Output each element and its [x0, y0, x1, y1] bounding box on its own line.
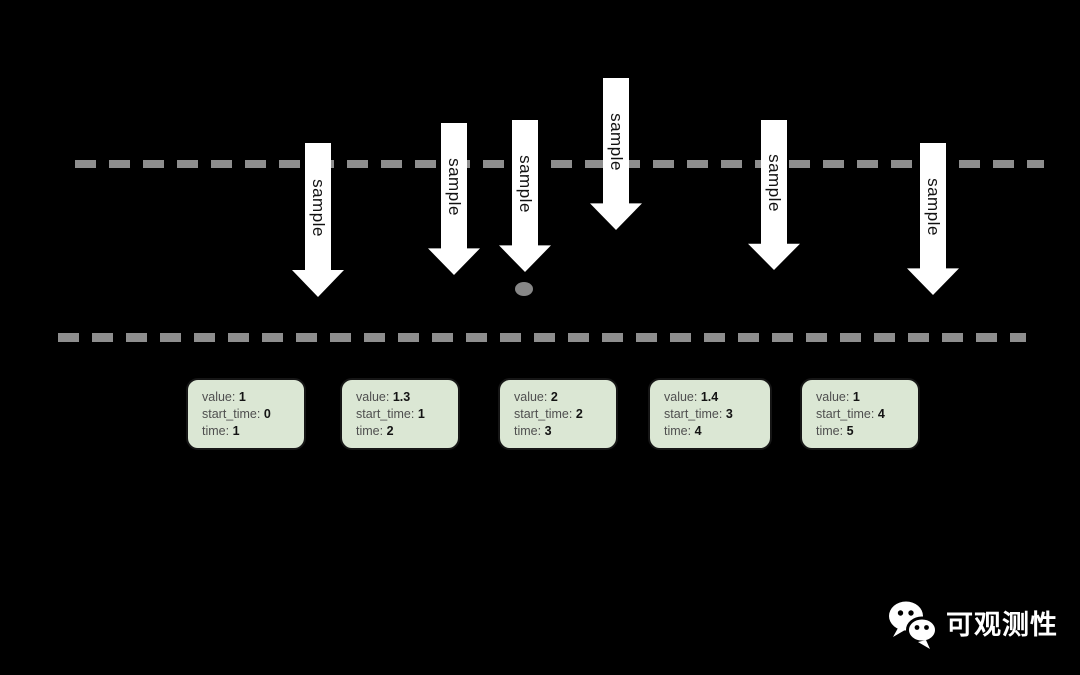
sample-arrow-1: sample [292, 143, 344, 297]
brand-text: 可观测性 [946, 610, 1058, 640]
time-line: time: 4 [664, 423, 770, 440]
down-arrow-icon [428, 123, 480, 275]
down-arrow-icon [590, 78, 642, 230]
down-arrow-icon [292, 143, 344, 297]
sample-arrow-label: sample [445, 157, 464, 216]
down-arrow-icon [499, 120, 551, 272]
upper-dashed-timeline [75, 160, 1044, 168]
value-number: 1 [852, 390, 860, 404]
time-number: 1 [232, 424, 240, 438]
time-number: 3 [544, 424, 552, 438]
value-label: value: [664, 390, 698, 404]
start-time-number: 3 [725, 407, 733, 421]
sample-arrow-label: sample [516, 154, 535, 213]
down-arrow-icon [748, 120, 800, 270]
value-number: 1.3 [392, 390, 411, 404]
time-number: 2 [386, 424, 394, 438]
start-time-line: start_time: 3 [664, 406, 770, 423]
sample-arrow-label: sample [607, 112, 626, 171]
start-time-line: start_time: 4 [816, 406, 918, 423]
sample-point-dot [515, 282, 533, 296]
time-label: time: [514, 424, 542, 438]
start-time-line: start_time: 2 [514, 406, 616, 423]
down-arrow-icon [907, 143, 959, 295]
sample-box-4: value: 1.4 start_time: 3 time: 4 [648, 378, 772, 450]
sample-box-5: value: 1 start_time: 4 time: 5 [800, 378, 920, 450]
start-time-number: 1 [417, 407, 425, 421]
value-label: value: [202, 390, 236, 404]
sample-arrow-label: sample [765, 154, 784, 212]
start-time-number: 4 [877, 407, 885, 421]
time-label: time: [816, 424, 844, 438]
wechat-logo-icon [889, 601, 938, 649]
value-label: value: [356, 390, 390, 404]
footer-brand: 可观测性 [886, 598, 1058, 652]
sample-arrow-4: sample [590, 78, 642, 230]
sample-arrow-6: sample [907, 143, 959, 295]
sample-arrow-3: sample [499, 120, 551, 272]
time-number: 4 [694, 424, 702, 438]
sample-box-3: value: 2 start_time: 2 time: 3 [498, 378, 618, 450]
time-number: 5 [846, 424, 854, 438]
value-label: value: [514, 390, 548, 404]
start-time-number: 0 [263, 407, 271, 421]
time-label: time: [202, 424, 230, 438]
value-number: 2 [550, 390, 558, 404]
value-number: 1 [238, 390, 246, 404]
sample-arrow-2: sample [428, 123, 480, 275]
start-time-label: start_time: [664, 407, 723, 421]
start-time-label: start_time: [816, 407, 875, 421]
sample-box-1: value: 1 start_time: 0 time: 1 [186, 378, 306, 450]
start-time-line: start_time: 1 [356, 406, 458, 423]
value-line: value: 1 [816, 389, 918, 406]
time-line: time: 2 [356, 423, 458, 440]
time-line: time: 1 [202, 423, 304, 440]
start-time-label: start_time: [356, 407, 415, 421]
sample-arrow-label: sample [309, 178, 328, 237]
start-time-label: start_time: [202, 407, 261, 421]
time-label: time: [664, 424, 692, 438]
value-line: value: 1 [202, 389, 304, 406]
lower-dashed-timeline [58, 333, 1026, 342]
time-line: time: 5 [816, 423, 918, 440]
sample-arrow-5: sample [748, 120, 800, 270]
start-time-number: 2 [575, 407, 583, 421]
time-label: time: [356, 424, 384, 438]
value-number: 1.4 [700, 390, 719, 404]
sample-arrow-label: sample [924, 177, 943, 236]
value-line: value: 1.3 [356, 389, 458, 406]
start-time-label: start_time: [514, 407, 573, 421]
sample-box-2: value: 1.3 start_time: 1 time: 2 [340, 378, 460, 450]
start-time-line: start_time: 0 [202, 406, 304, 423]
value-line: value: 1.4 [664, 389, 770, 406]
time-line: time: 3 [514, 423, 616, 440]
value-label: value: [816, 390, 850, 404]
value-line: value: 2 [514, 389, 616, 406]
